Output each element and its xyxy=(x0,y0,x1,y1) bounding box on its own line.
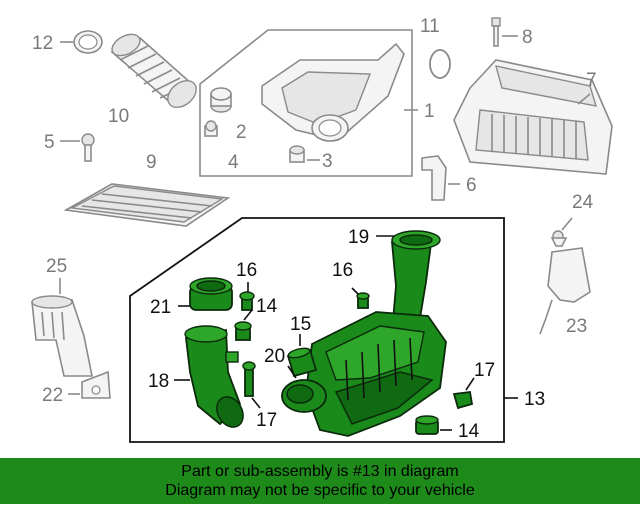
callout-9: 9 xyxy=(146,152,157,173)
part-17-bolt-left[interactable] xyxy=(242,361,256,397)
callout-24: 24 xyxy=(572,192,594,213)
callout-15: 15 xyxy=(290,314,311,335)
callout-20: 20 xyxy=(264,346,285,367)
part-16-bolt-left[interactable] xyxy=(239,291,255,311)
callout-5: 5 xyxy=(44,132,55,153)
callout-16-right: 16 xyxy=(332,260,353,281)
callout-2: 2 xyxy=(236,122,247,143)
part-2-grommet[interactable] xyxy=(210,87,232,113)
part-10-intake-hose[interactable] xyxy=(109,30,202,113)
part-23-bracket[interactable] xyxy=(539,247,591,335)
leader-20 xyxy=(287,365,297,379)
part-21-seal-ring[interactable] xyxy=(189,277,233,311)
part-19-intake-tube[interactable] xyxy=(391,230,441,333)
part-14-grommet-lower[interactable] xyxy=(415,415,439,435)
part-3-grommet[interactable] xyxy=(289,145,305,163)
part-4-clip[interactable] xyxy=(204,120,218,137)
callout-14-lower: 14 xyxy=(458,421,480,442)
callout-22: 22 xyxy=(42,385,63,406)
callout-23: 23 xyxy=(566,316,587,337)
callout-4: 4 xyxy=(228,152,239,173)
part-14-grommet-upper[interactable] xyxy=(234,321,252,341)
leader-17-right xyxy=(465,377,475,391)
callout-21: 21 xyxy=(150,297,171,318)
leader-17-left xyxy=(251,397,261,409)
callout-11: 11 xyxy=(420,16,440,37)
callout-1: 1 xyxy=(424,101,435,122)
callout-19: 19 xyxy=(348,227,369,248)
part-7-cleaner-cover[interactable] xyxy=(453,59,613,175)
part-16-bolt-right[interactable] xyxy=(356,292,370,309)
part-11-seal[interactable] xyxy=(429,49,451,79)
callout-17-right: 17 xyxy=(474,360,495,381)
lid-group-outline xyxy=(199,29,413,177)
callout-10: 10 xyxy=(108,106,129,127)
part-8-pin[interactable] xyxy=(491,17,501,47)
leader-14-upper xyxy=(243,309,253,321)
part-17-bolt-right[interactable] xyxy=(452,390,474,410)
part-18-intake-duct[interactable] xyxy=(184,325,248,432)
callout-17-left: 17 xyxy=(256,410,277,431)
part-20-resonator-hose[interactable] xyxy=(281,379,327,413)
part-24-clip[interactable] xyxy=(550,230,568,247)
part-12-clamp[interactable] xyxy=(73,30,103,54)
banner-line-2: Diagram may not be specific to your vehi… xyxy=(165,482,475,499)
leader-16-right xyxy=(351,287,359,295)
callout-12: 12 xyxy=(32,33,53,54)
part-25-resonator[interactable] xyxy=(31,295,93,377)
callout-16-left: 16 xyxy=(236,260,257,281)
callout-14-upper: 14 xyxy=(256,296,278,317)
leader-24 xyxy=(561,217,573,231)
leader-7 xyxy=(577,93,591,105)
callout-3: 3 xyxy=(322,151,333,172)
callout-6: 6 xyxy=(466,175,477,196)
callout-13: 13 xyxy=(524,389,545,410)
part-1-air-cleaner-lid[interactable] xyxy=(261,42,405,142)
callout-18: 18 xyxy=(148,371,169,392)
part-22-bracket[interactable] xyxy=(81,370,111,399)
callout-7: 7 xyxy=(586,70,597,91)
callout-25: 25 xyxy=(46,256,67,277)
part-15-bushing[interactable] xyxy=(286,346,318,378)
part-9-air-filter[interactable] xyxy=(63,183,231,227)
part-13-air-cleaner-housing[interactable] xyxy=(305,311,447,437)
part-5-bolt[interactable] xyxy=(81,133,95,162)
assembly-13-outline xyxy=(129,217,505,443)
callout-8: 8 xyxy=(522,27,533,48)
part-6-bracket[interactable] xyxy=(421,155,447,201)
banner-line-1: Part or sub-assembly is #13 in diagram xyxy=(181,463,459,480)
info-banner: Part or sub-assembly is #13 in diagram D… xyxy=(0,458,640,504)
